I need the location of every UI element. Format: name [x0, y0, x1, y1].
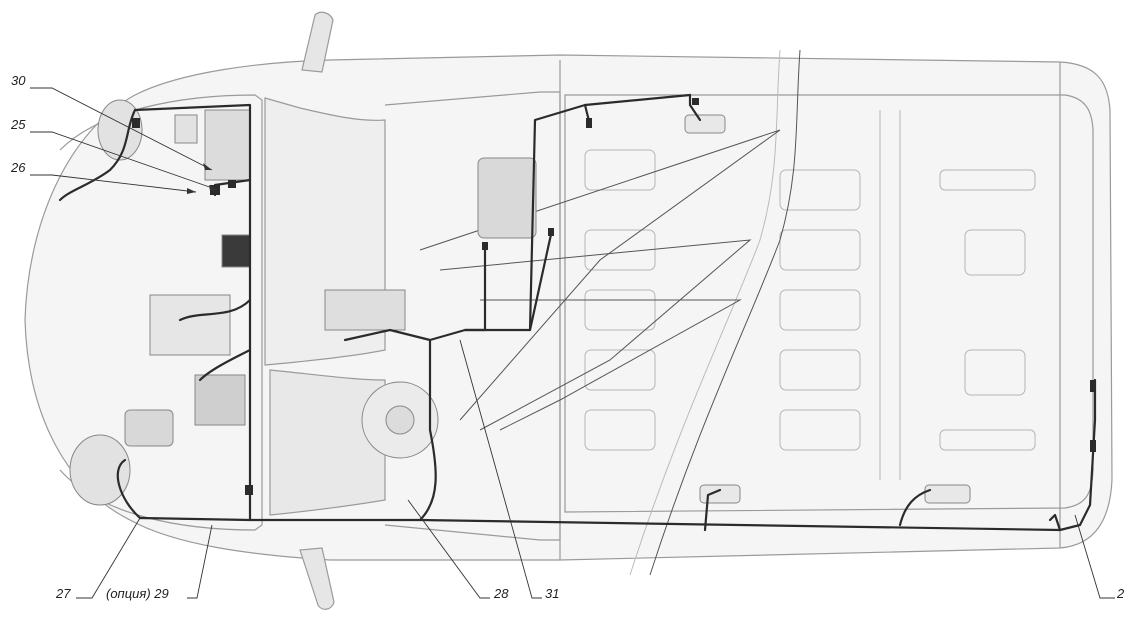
right-mirror [299, 547, 335, 610]
callout-26: 26 [11, 160, 26, 175]
leader-31 [459, 339, 542, 599]
windshield-right [269, 369, 386, 516]
callout-31: 31 [545, 586, 560, 601]
seat [477, 157, 537, 239]
cargo-ribs [584, 110, 1036, 480]
leader-25 [30, 131, 219, 191]
fuse-box [204, 109, 251, 181]
engine-block [149, 294, 231, 356]
filter [194, 374, 246, 426]
leader-26 [30, 174, 197, 193]
ecu [221, 234, 251, 268]
leader-28 [407, 499, 490, 599]
left-mirror [301, 11, 334, 73]
leader-27 [76, 517, 141, 599]
break-lines [419, 49, 801, 576]
callout-27: 27 [56, 586, 71, 601]
callout-30: 30 [11, 73, 26, 88]
callout-29-option: (опция) 29 [106, 586, 169, 601]
leader-29 [187, 524, 213, 599]
harness-rear [418, 378, 1097, 532]
leader-30 [30, 87, 213, 171]
battery [124, 409, 174, 447]
heater-unit [324, 289, 406, 331]
right-headlamp [69, 434, 131, 506]
callout-2: 2 [1117, 586, 1125, 601]
harness-cab [248, 93, 692, 522]
leader-arrows [187, 163, 218, 194]
callout-25: 25 [11, 117, 26, 132]
left-headlamp [97, 99, 143, 161]
engine-components [69, 99, 971, 506]
callout-28: 28 [494, 586, 509, 601]
leader-lines [30, 87, 1115, 599]
leader-2 [1074, 514, 1115, 599]
relay-block [174, 114, 198, 144]
harness-front [133, 103, 252, 522]
wiring-harness [58, 93, 1097, 532]
